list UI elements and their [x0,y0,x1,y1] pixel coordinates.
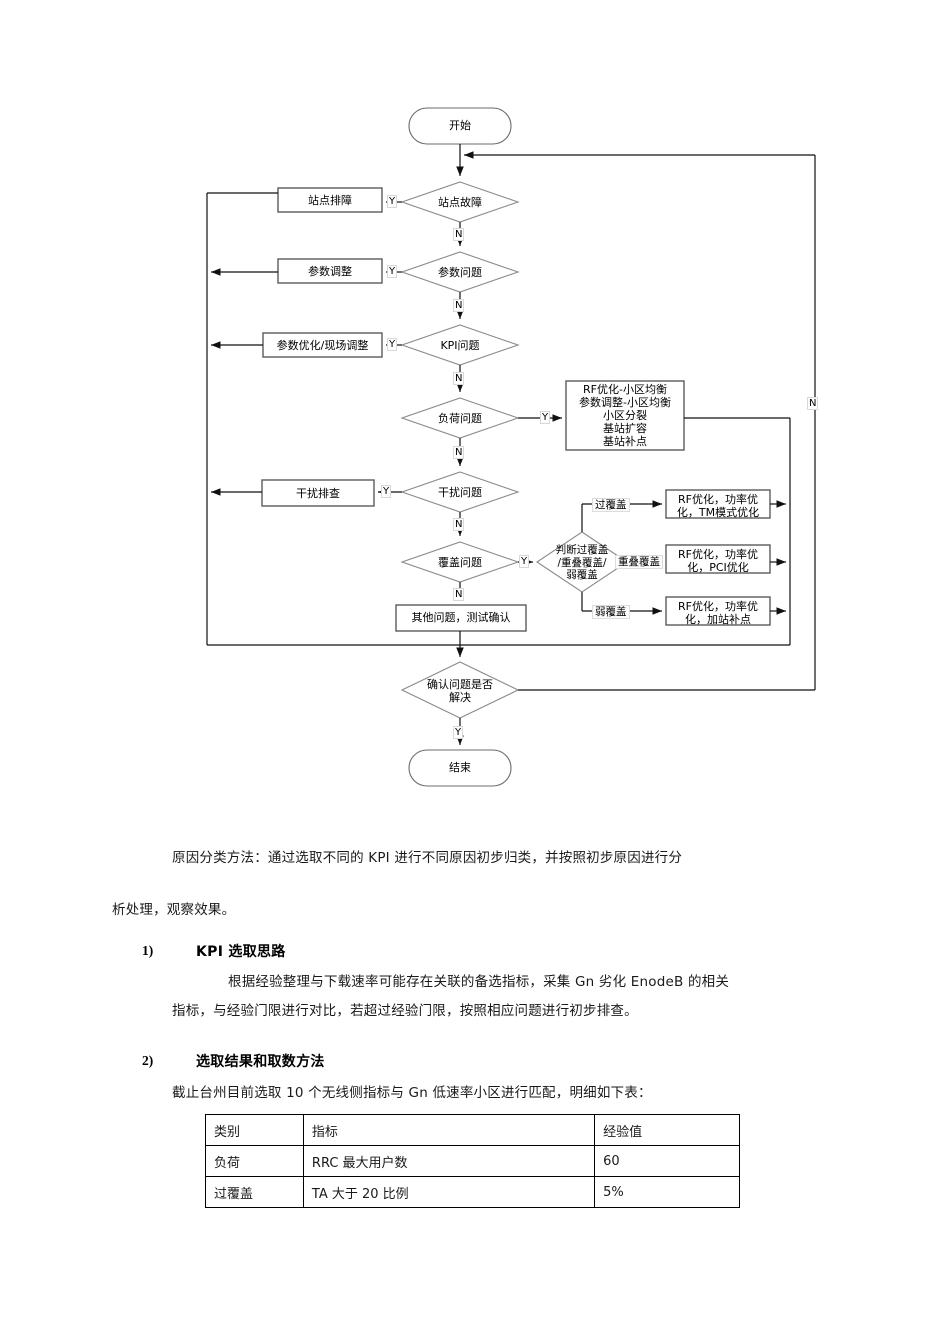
kpi-indicator-table: 类别 指标 经验值 负荷 RRC 最大用户数 60 过覆盖 TA 大于 20 比… [205,1114,740,1208]
table-header-row: 类别 指标 经验值 [205,1114,740,1146]
table-cell-category: 负荷 [205,1145,304,1177]
edge-label-yes-parameter: Y [387,265,398,278]
edge-label-no-coverage: N [453,588,465,601]
edge-label-yes-interference: Y [381,485,392,498]
section2-body-line1: 截止台州目前选取 10 个无线侧指标与 Gn 低速率小区进行匹配，明细如下表： [172,1085,652,1101]
table-header-category: 类别 [205,1114,304,1146]
branch-label-over-coverage: 过覆盖 [592,498,630,512]
table-cell-category: 过覆盖 [205,1176,304,1208]
table-cell-indicator: RRC 最大用户数 [302,1145,596,1177]
edge-label-no-parameter: N [453,299,465,312]
intro-paragraph-line2: 析处理，观察效果。 [112,902,236,918]
section1-number: 1) [142,943,154,958]
table-row: 负荷 RRC 最大用户数 60 [205,1145,740,1177]
table-body: 类别 指标 经验值 负荷 RRC 最大用户数 60 过覆盖 TA 大于 20 比… [205,1114,740,1208]
edge-label-yes-load: Y [540,411,551,424]
edge-label-yes-coverage: Y [519,555,530,568]
section1-body-line1: 根据经验整理与下载速率可能存在关联的备选指标，采集 Gn 劣化 EnodeB 的… [228,974,730,990]
table-row: 过覆盖 TA 大于 20 比例 5% [205,1176,740,1208]
intro-paragraph-line1: 原因分类方法：通过选取不同的 KPI 进行不同原因初步归类，并按照初步原因进行分 [172,850,683,866]
edge-label-yes-site-fault: Y [387,195,398,208]
section1-heading: KPI 选取思路 [196,944,286,960]
edge-label-yes-confirm: Y [453,726,464,739]
edge-label-no-interference: N [453,518,465,531]
branch-label-weak-coverage: 弱覆盖 [592,605,630,619]
section2-heading: 选取结果和取数方法 [196,1054,325,1070]
flowchart-diagram: 开始 结束 站点故障 参数问题 KPI问题 负荷问题 干扰问题 覆盖问题 判断过… [206,107,819,787]
section1-body-line2: 指标，与经验门限进行对比，若超过经验门限，按照相应问题进行初步排查。 [172,1003,638,1019]
edge-label-yes-kpi: Y [387,338,398,351]
flowchart-svg [206,107,816,787]
edge-label-no-confirm-loop: N [807,397,819,410]
edge-label-no-site-fault: N [453,228,465,241]
section2-number: 2) [142,1053,154,1068]
table-cell-indicator: TA 大于 20 比例 [302,1176,596,1208]
branch-label-overlap-coverage: 重叠覆盖 [615,555,663,569]
table-cell-threshold: 60 [594,1145,740,1177]
table-header-threshold: 经验值 [594,1114,740,1146]
table-header-indicator: 指标 [302,1114,596,1146]
edge-label-no-load: N [453,446,465,459]
table-cell-threshold: 5% [594,1176,740,1208]
edge-label-no-kpi: N [453,372,465,385]
